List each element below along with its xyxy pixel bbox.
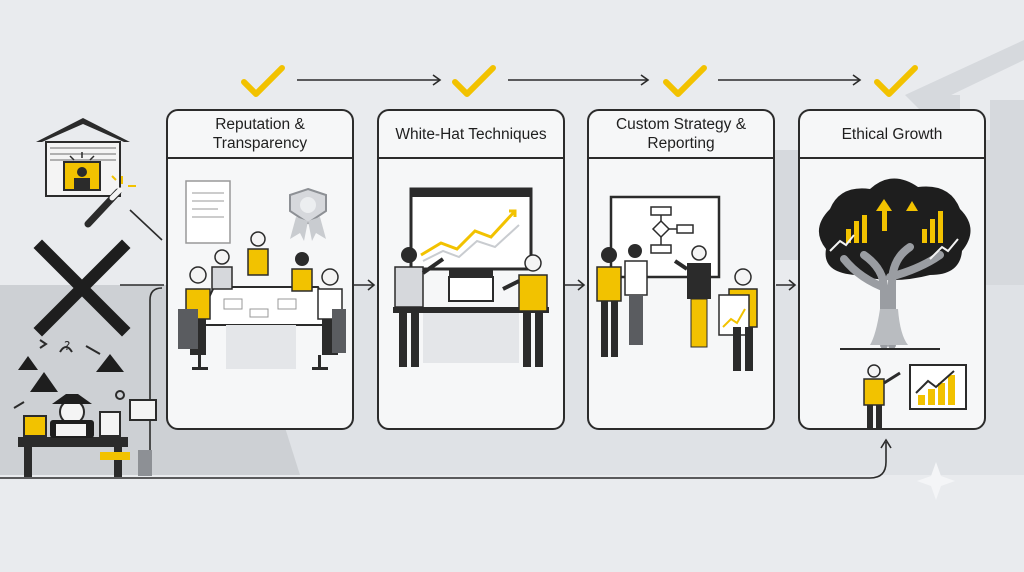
black-hat-scene: ? <box>13 339 157 477</box>
svg-text:?: ? <box>64 339 70 353</box>
meeting-table <box>194 286 338 326</box>
storefront-icon <box>36 118 130 197</box>
person <box>863 364 901 428</box>
step-card-header: Ethical Growth <box>800 111 984 159</box>
person <box>211 249 233 290</box>
growth-illustration <box>818 178 971 428</box>
step-title: Ethical Growth <box>841 125 943 143</box>
step-title: Reputation & Transparency <box>212 116 308 152</box>
sparkle-icon <box>917 462 955 500</box>
person <box>596 247 622 357</box>
desk <box>393 307 549 313</box>
person <box>291 252 313 292</box>
person <box>317 268 346 355</box>
check-icon <box>241 65 285 97</box>
magic-wand-icon <box>84 175 136 228</box>
panel-connectors <box>0 209 892 479</box>
step-title: Custom Strategy & Reporting <box>615 116 747 152</box>
analytics-illustration <box>393 187 549 367</box>
award-badge-icon <box>289 187 327 241</box>
step-card-reputation: Reputation & Transparency <box>166 109 354 430</box>
person <box>673 245 711 348</box>
check-icon <box>874 65 918 97</box>
meeting-illustration <box>178 180 346 370</box>
top-connectors <box>297 74 862 86</box>
document-icon <box>185 180 231 244</box>
check-icon <box>452 65 496 97</box>
person <box>624 244 648 345</box>
step-title: White-Hat Techniques <box>395 125 547 143</box>
flowchart <box>650 206 694 254</box>
step-card-header: Reputation & Transparency <box>168 111 352 159</box>
line-chart-icon <box>909 364 967 410</box>
step-card-header: Custom Strategy & Reporting <box>589 111 773 159</box>
growth-tree-icon <box>818 178 971 350</box>
step-card-ethical-growth: Ethical Growth <box>798 109 986 430</box>
step-card-white-hat: White-Hat Techniques <box>377 109 565 430</box>
step-card-custom-strategy: Custom Strategy & Reporting <box>587 109 775 430</box>
step-card-header: White-Hat Techniques <box>379 111 563 159</box>
line-chart-icon <box>420 209 517 257</box>
person <box>178 266 211 355</box>
person <box>394 247 445 367</box>
x-mark-icon <box>33 239 131 337</box>
check-icon <box>663 65 707 97</box>
planning-illustration <box>596 195 758 371</box>
person <box>502 254 548 367</box>
person <box>718 268 758 371</box>
person <box>247 231 269 276</box>
